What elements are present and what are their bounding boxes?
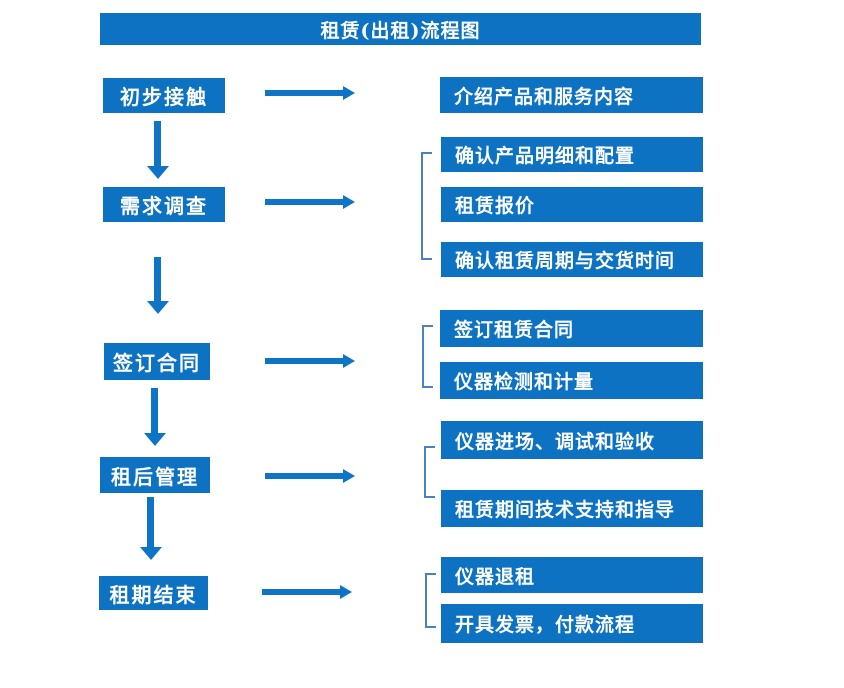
- bracket-group-rental-end: [425, 573, 436, 628]
- arrow-shaft: [265, 358, 343, 364]
- detail-box-instrument-setup: 仪器进场、调试和验收: [441, 421, 703, 459]
- arrow-shaft: [151, 388, 158, 433]
- arrow-down-step4-step5: [140, 497, 162, 560]
- step-box-rental-end: 租期结束: [99, 576, 208, 610]
- arrow-right-step5: [262, 584, 352, 600]
- detail-box-introduce-products: 介绍产品和服务内容: [440, 77, 703, 113]
- detail-box-tech-support: 租赁期间技术支持和指导: [441, 490, 703, 527]
- arrow-down-step2-step3: [147, 257, 169, 314]
- bracket-group-post-rental-mgmt: [424, 446, 435, 498]
- arrow-down-step1-step2: [147, 121, 169, 179]
- step-box-sign-contract: 签订合同: [104, 343, 210, 380]
- detail-box-instrument-testing: 仪器检测和计量: [440, 362, 703, 399]
- arrow-head-icon: [144, 433, 166, 446]
- arrow-shaft: [265, 90, 343, 96]
- arrow-right-step4: [265, 468, 355, 484]
- arrow-right-step1: [265, 85, 355, 101]
- step-box-demand-survey: 需求调查: [103, 187, 225, 222]
- arrow-head-icon: [340, 585, 352, 599]
- step-box-post-rental-mgmt: 租后管理: [100, 457, 210, 493]
- arrow-shaft: [147, 497, 154, 547]
- arrow-shaft: [265, 199, 343, 205]
- arrow-shaft: [265, 473, 343, 479]
- arrow-head-icon: [343, 86, 355, 100]
- detail-box-confirm-product-spec: 确认产品明细和配置: [441, 137, 703, 172]
- arrow-shaft: [154, 121, 161, 166]
- step-box-initial-contact: 初步接触: [103, 78, 225, 113]
- flowchart-title: 租赁(出租)流程图: [100, 13, 701, 45]
- bracket-group-sign-contract: [422, 325, 433, 388]
- arrow-head-icon: [140, 547, 162, 560]
- arrow-shaft: [154, 257, 161, 301]
- arrow-head-icon: [343, 354, 355, 368]
- detail-box-rental-quotation: 租赁报价: [441, 187, 703, 222]
- detail-box-instrument-return: 仪器退租: [441, 557, 703, 593]
- arrow-shaft: [262, 589, 340, 595]
- arrow-head-icon: [343, 469, 355, 483]
- arrow-head-icon: [147, 301, 169, 314]
- arrow-head-icon: [343, 195, 355, 209]
- arrow-down-step3-step4: [144, 388, 166, 446]
- arrow-right-step2: [265, 194, 355, 210]
- detail-box-sign-rental-contract: 签订租赁合同: [440, 310, 703, 347]
- arrow-head-icon: [147, 166, 169, 179]
- detail-box-confirm-period: 确认租赁周期与交货时间: [441, 242, 703, 277]
- bracket-group-demand-survey: [421, 152, 432, 260]
- arrow-right-step3: [265, 353, 355, 369]
- detail-box-invoice-payment: 开具发票，付款流程: [441, 604, 703, 643]
